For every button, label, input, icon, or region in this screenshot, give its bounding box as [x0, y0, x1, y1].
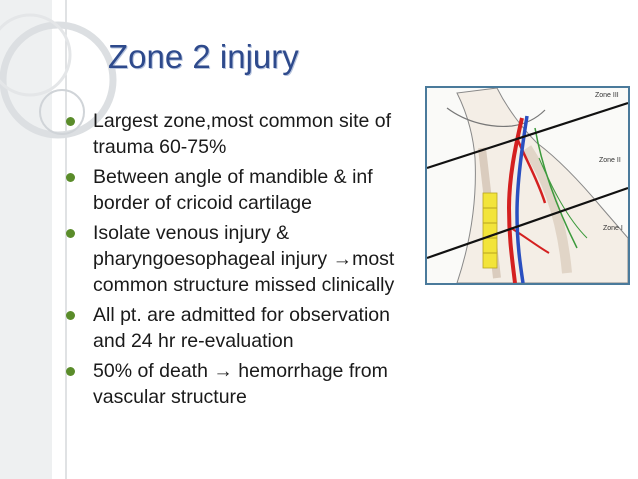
bullet-line: trauma 60-75%: [93, 136, 227, 158]
bullet-list: Largest zone,most common site of trauma …: [66, 108, 426, 414]
bullet-item: Isolate venous injury & pharyngoesophage…: [66, 220, 426, 298]
neck-anatomy-illustration: Zone III Zone II Zone I: [427, 88, 628, 283]
bullet-line: vascular structure: [93, 386, 247, 408]
bullet-icon: [66, 117, 75, 126]
bullet-line: Isolate venous injury &: [93, 222, 290, 244]
bullet-icon: [66, 229, 75, 238]
bullet-icon: [66, 311, 75, 320]
bullet-item: Largest zone,most common site of trauma …: [66, 108, 426, 160]
neck-zones-figure: Zone III Zone II Zone I: [425, 86, 630, 285]
bullet-item: Between angle of mandible & inf border o…: [66, 164, 426, 216]
bullet-item: All pt. are admitted for observation and…: [66, 302, 426, 354]
bullet-line: Largest zone,most common site of: [93, 110, 392, 132]
slide-title: Zone 2 injury: [108, 38, 299, 75]
bullet-line: common structure missed clinically: [93, 274, 395, 296]
bullet-line: All pt. are admitted for observation: [93, 304, 390, 326]
cartilage-structure: [482, 192, 498, 269]
bullet-item: 50% of death → hemorrhage from vascular …: [66, 358, 426, 410]
bullet-line: border of cricoid cartilage: [93, 192, 312, 214]
bullet-line: 50% of death → hemorrhage from: [93, 360, 388, 382]
bullet-line: Between angle of mandible & inf: [93, 166, 373, 188]
zone-3-label: Zone III: [595, 92, 619, 99]
bullet-line: pharyngoesophageal injury →most: [93, 248, 395, 270]
bullet-icon: [66, 367, 75, 376]
bullet-icon: [66, 173, 75, 182]
zone-1-label: Zone I: [603, 225, 623, 232]
bullet-line: and 24 hr re-evaluation: [93, 330, 294, 352]
zone-2-label: Zone II: [599, 157, 621, 164]
